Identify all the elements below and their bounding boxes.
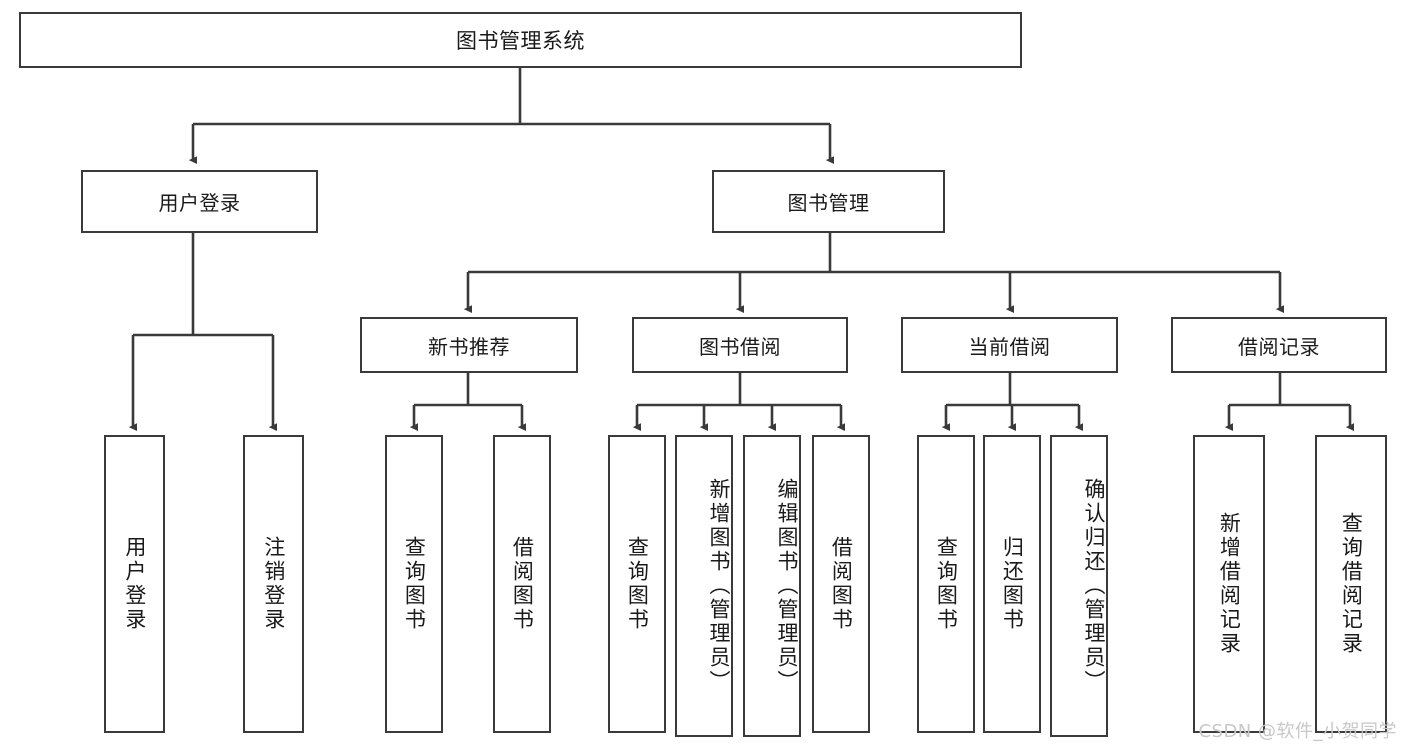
leaf-borrow-book-2[interactable]: 借阅图书	[812, 435, 870, 733]
leaf-query-book-1[interactable]: 查询图书	[385, 435, 443, 733]
node-book-borrow[interactable]: 图书借阅	[632, 317, 848, 373]
leaf-borrow-book-1[interactable]: 借阅图书	[493, 435, 551, 733]
leaf-add-record[interactable]: 新增借阅记录	[1193, 435, 1265, 733]
node-new-book-rec-label: 新书推荐	[428, 334, 510, 359]
leaf-query-book-1-label: 查询图书	[402, 536, 427, 632]
leaf-user-logout[interactable]: 注销登录	[243, 435, 304, 733]
leaf-query-book-3-label: 查询图书	[934, 536, 959, 632]
leaf-query-book-2-label: 查询图书	[625, 536, 650, 632]
leaf-add-book-label: 新增图书（管理员）	[707, 478, 731, 694]
leaf-confirm-return[interactable]: 确认归还（管理员）	[1050, 435, 1108, 737]
node-new-book-rec[interactable]: 新书推荐	[360, 317, 578, 373]
leaf-query-record[interactable]: 查询借阅记录	[1315, 435, 1387, 733]
node-borrow-record[interactable]: 借阅记录	[1171, 317, 1387, 373]
leaf-confirm-return-label: 确认归还（管理员）	[1082, 478, 1106, 694]
node-root-label: 图书管理系统	[456, 29, 585, 53]
leaf-add-book[interactable]: 新增图书（管理员）	[675, 435, 733, 737]
node-user-login-label: 用户登录	[158, 191, 241, 215]
leaf-query-book-3[interactable]: 查询图书	[917, 435, 975, 733]
leaf-edit-book-label: 编辑图书（管理员）	[775, 478, 799, 694]
node-current-borrow-label: 当前借阅	[968, 334, 1051, 359]
node-borrow-record-label: 借阅记录	[1238, 334, 1320, 359]
node-user-login[interactable]: 用户登录	[81, 170, 318, 233]
node-book-borrow-label: 图书借阅	[699, 334, 781, 359]
leaf-user-login[interactable]: 用户登录	[104, 435, 165, 733]
leaf-return-book-label: 归还图书	[1000, 536, 1025, 632]
leaf-return-book[interactable]: 归还图书	[983, 435, 1041, 733]
leaf-user-logout-label: 注销登录	[261, 536, 286, 632]
leaf-add-record-label: 新增借阅记录	[1217, 512, 1242, 656]
watermark: CSDN @软件_小贺同学	[1198, 721, 1397, 742]
leaf-user-login-label: 用户登录	[122, 536, 147, 632]
node-current-borrow[interactable]: 当前借阅	[901, 317, 1118, 373]
leaf-query-book-2[interactable]: 查询图书	[608, 435, 666, 733]
leaf-edit-book[interactable]: 编辑图书（管理员）	[743, 435, 801, 737]
node-book-manage-label: 图书管理	[787, 191, 870, 215]
node-book-manage[interactable]: 图书管理	[712, 170, 945, 233]
node-root[interactable]: 图书管理系统	[19, 12, 1022, 68]
leaf-borrow-book-2-label: 借阅图书	[829, 536, 854, 632]
leaf-borrow-book-1-label: 借阅图书	[510, 536, 535, 632]
leaf-query-record-label: 查询借阅记录	[1339, 512, 1364, 656]
